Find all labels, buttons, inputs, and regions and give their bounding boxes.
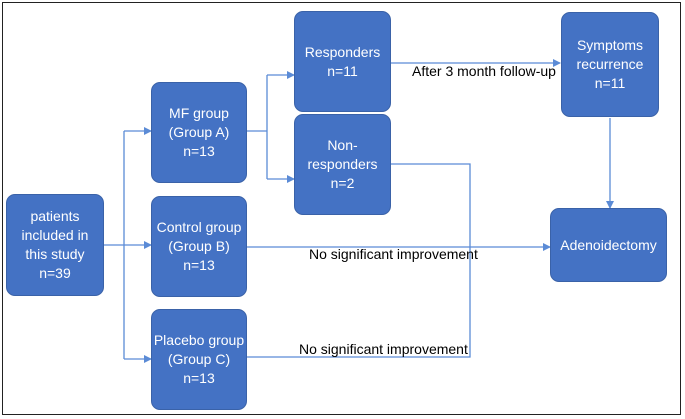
node-patients-line: n=39 [39,265,71,281]
node-patients-line: included in [21,227,89,243]
node-mf-group-line: MF group [169,105,229,121]
node-symptoms-recurrence-line: n=11 [594,75,626,91]
node-responders: Responders n=11 [294,11,391,112]
node-control-group-line: (Group B) [168,238,230,254]
node-placebo-group-line: (Group C) [167,351,231,367]
node-non-responders-line: responders [307,156,378,172]
node-adenoidectomy-line: Adenoidectomy [560,236,657,253]
node-mf-group: MF group (Group A) n=13 [151,82,247,183]
node-symptoms-recurrence-line: recurrence [576,56,644,72]
node-control-group-line: Control group [156,219,242,235]
node-control-group: Control group (Group B) n=13 [151,196,247,297]
node-symptoms-recurrence: Symptoms recurrence n=11 [561,12,659,117]
edge-label-placebo-no-improvement: No significant improvement [299,341,468,357]
node-placebo-group-line: n=13 [183,370,215,386]
edge-label-followup: After 3 month follow-up [412,63,556,79]
node-mf-group-line: (Group A) [168,124,230,140]
node-responders-line: n=11 [327,62,358,79]
node-patients-line: this study [25,246,85,262]
node-patients: patients included in this study n=39 [6,194,104,296]
placebo-connector [247,247,471,358]
edge-label-control-no-improvement: No significant improvement [309,246,478,262]
node-placebo-group-line: Placebo group [153,332,245,348]
node-control-group-line: n=13 [183,257,215,273]
node-adenoidectomy: Adenoidectomy [550,208,667,282]
node-patients-line: patients [30,208,80,224]
node-symptoms-recurrence-line: Symptoms [576,37,644,53]
node-responders-line: Responders [304,43,381,60]
node-non-responders: Non- responders n=2 [294,114,391,215]
non-responders-connector [391,163,471,247]
node-mf-group-line: n=13 [183,143,215,159]
node-placebo-group: Placebo group (Group C) n=13 [151,309,247,410]
node-non-responders-line: Non- [327,137,358,153]
node-non-responders-line: n=2 [330,175,355,191]
